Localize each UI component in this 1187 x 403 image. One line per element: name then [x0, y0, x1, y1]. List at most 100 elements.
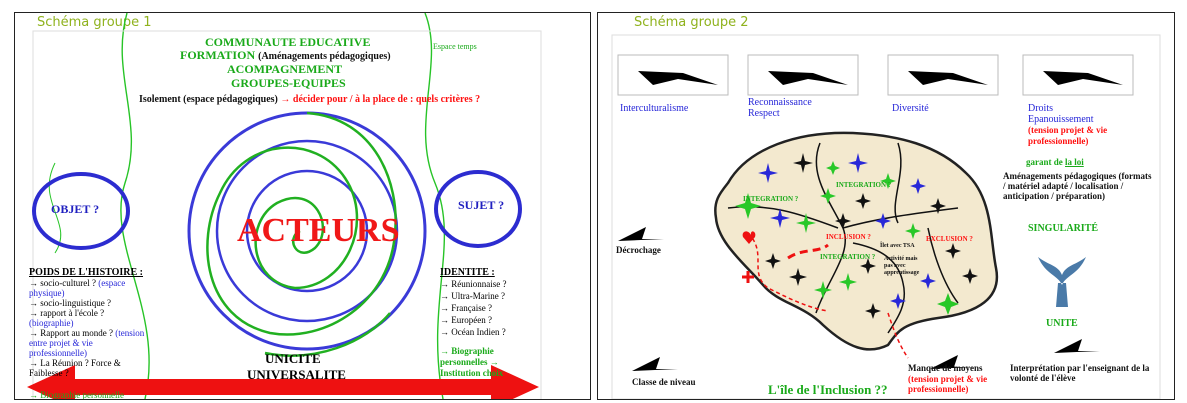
star-icon: [905, 223, 921, 239]
ile-inclusion-title: L'île de l'Inclusion ??: [768, 382, 888, 397]
biographie-right: → Biographie personnelles → Institution …: [440, 346, 504, 378]
decider-label: → décider pour / à la place de : quels c…: [280, 94, 481, 105]
map-integration-2: INTEGRATION ?: [836, 181, 892, 189]
double-arrow: [27, 365, 539, 399]
island-region-line: [927, 227, 959, 304]
identite-title: IDENTITE :: [440, 267, 495, 278]
label-interculturalisme: Interculturalisme: [620, 103, 689, 114]
panel-title: Schéma groupe 2: [634, 15, 749, 30]
header-isolement: Isolement (espace pédagogiques) → décide…: [139, 94, 480, 105]
red-dashed-path: [747, 232, 909, 359]
star-icon: [937, 293, 959, 315]
header-groupes: GROUPES-EQUIPES: [231, 76, 346, 90]
green-wave-right: [424, 13, 446, 399]
star-icon: [860, 258, 876, 274]
histoire-item: → La Réunion ? Force & Faiblesse ?: [29, 358, 121, 378]
map-integration-3: INTEGRATION ?: [820, 253, 876, 261]
star-icon: [735, 193, 761, 219]
star-icon: [793, 153, 813, 173]
header-accompagnement: ACOMPAGNEMENT: [227, 62, 343, 76]
schema-group-2-panel: Schéma groupe 2: [597, 12, 1175, 400]
map-exclusion: EXCLUSION ?: [926, 235, 973, 243]
heart-icon: [742, 231, 756, 244]
decrochage-label: Décrochage: [616, 245, 661, 255]
panel-title: Schéma groupe 1: [37, 15, 152, 30]
green-spiral-tail: [264, 312, 391, 357]
biographie-personnelle: → Biographie personnelle: [29, 390, 124, 400]
map-activite: Activité mais pas avec apprentissage: [884, 256, 920, 276]
label-reconnaissance: Reconnaissance Respect: [748, 97, 812, 119]
star-icon: [890, 293, 906, 309]
objet-ellipse: [32, 172, 130, 250]
star-icon: [835, 213, 851, 229]
unicite-label: UNICITE: [265, 351, 321, 366]
histoire-title: POIDS DE L'HISTOIRE :: [29, 267, 144, 278]
star-icon: [930, 198, 946, 214]
star-icon: [820, 188, 836, 204]
whale-tail-icon: [1038, 257, 1086, 307]
page-frame: [611, 34, 1161, 399]
star-icon: [789, 268, 807, 286]
universalite-label: UNIVERSALITE: [247, 367, 346, 382]
map-ilet: Îlet avec TSA: [880, 243, 915, 249]
histoire-item: → socio-culturel ? (espace physique): [29, 278, 126, 298]
island-region-line: [842, 207, 959, 229]
stars: [735, 153, 978, 319]
star-icon: [865, 303, 881, 319]
star-icon: [765, 253, 781, 269]
map-inclusion: INCLUSION ?: [826, 233, 871, 241]
sujet-label: SUJET ?: [458, 198, 505, 212]
star-icon: [758, 163, 778, 183]
star-icon: [945, 243, 961, 259]
star-icon: [910, 178, 926, 194]
singularite-label: SINGULARITÉ: [1028, 223, 1099, 234]
header-formation: FORMATION (Aménagements pédagogiques): [180, 48, 391, 62]
fin-icon: [930, 355, 976, 369]
star-icon: [875, 213, 891, 229]
garant-loi: la loi: [1065, 157, 1084, 167]
star-icon: [920, 273, 936, 289]
identite-list: → Réunionnaise ? → Ultra-Marine ? → Fran…: [440, 278, 540, 338]
identite-item: → Réunionnaise ?: [440, 279, 507, 289]
bird-icon: [768, 71, 848, 85]
fin-icon: [618, 227, 664, 241]
star-icon: [770, 208, 790, 228]
star-icon: [855, 193, 871, 209]
bird-icon: [638, 71, 718, 85]
label-droits: Droits Epanouissement: [1028, 103, 1094, 125]
identite-item: → Océan Indien ?: [440, 327, 506, 337]
bird-icon: [908, 71, 988, 85]
star-icon: [848, 153, 868, 173]
objet-label: OBJET ?: [51, 202, 100, 216]
inner-blue-circle: [245, 169, 369, 293]
isolement-label: Isolement (espace pédagogiques): [139, 94, 278, 105]
star-icon: [826, 161, 840, 175]
middle-blue-circle: [215, 139, 399, 323]
star-icon: [880, 173, 896, 189]
red-cross-icon: [742, 271, 754, 283]
label-diversite: Diversité: [892, 103, 929, 114]
histoire-list: → socio-culturel ? (espace physique) → s…: [29, 278, 149, 378]
green-spiral: [206, 111, 397, 336]
histoire-item: → socio-linguistique ?: [29, 298, 111, 308]
header-formation-label: FORMATION: [180, 48, 256, 62]
droits-note: (tension projet & vie professionnelle): [1028, 125, 1108, 146]
fin-icon: [1054, 339, 1100, 353]
acteurs-label: ACTEURS: [237, 212, 400, 249]
manque-moyens-label: Manque de moyens: [908, 363, 983, 373]
star-icon: [796, 213, 816, 233]
amenagements-text: Aménagements pédagogiques (formats / mat…: [1003, 171, 1152, 201]
header-amenagements: (Aménagements pédagogiques): [258, 51, 391, 62]
identite-item: → Ultra-Marine ?: [440, 291, 505, 301]
header-communaute: COMMUNAUTE EDUCATIVE: [205, 35, 371, 49]
histoire-item: → Rapport au monde ? (tension entre proj…: [29, 328, 145, 358]
manque-note: (tension projet & vie professionnelle): [908, 374, 988, 394]
red-dashed-path: [787, 243, 829, 260]
identite-item: → Européen ?: [440, 315, 492, 325]
star-icon: [814, 281, 832, 299]
sujet-ellipse: [434, 170, 522, 248]
schema1-drawing: [27, 13, 542, 399]
fin-icon: [632, 357, 678, 371]
map-integration-1: INTEGRATION ?: [743, 195, 799, 203]
garant-label: garant de la loi: [1026, 157, 1084, 167]
